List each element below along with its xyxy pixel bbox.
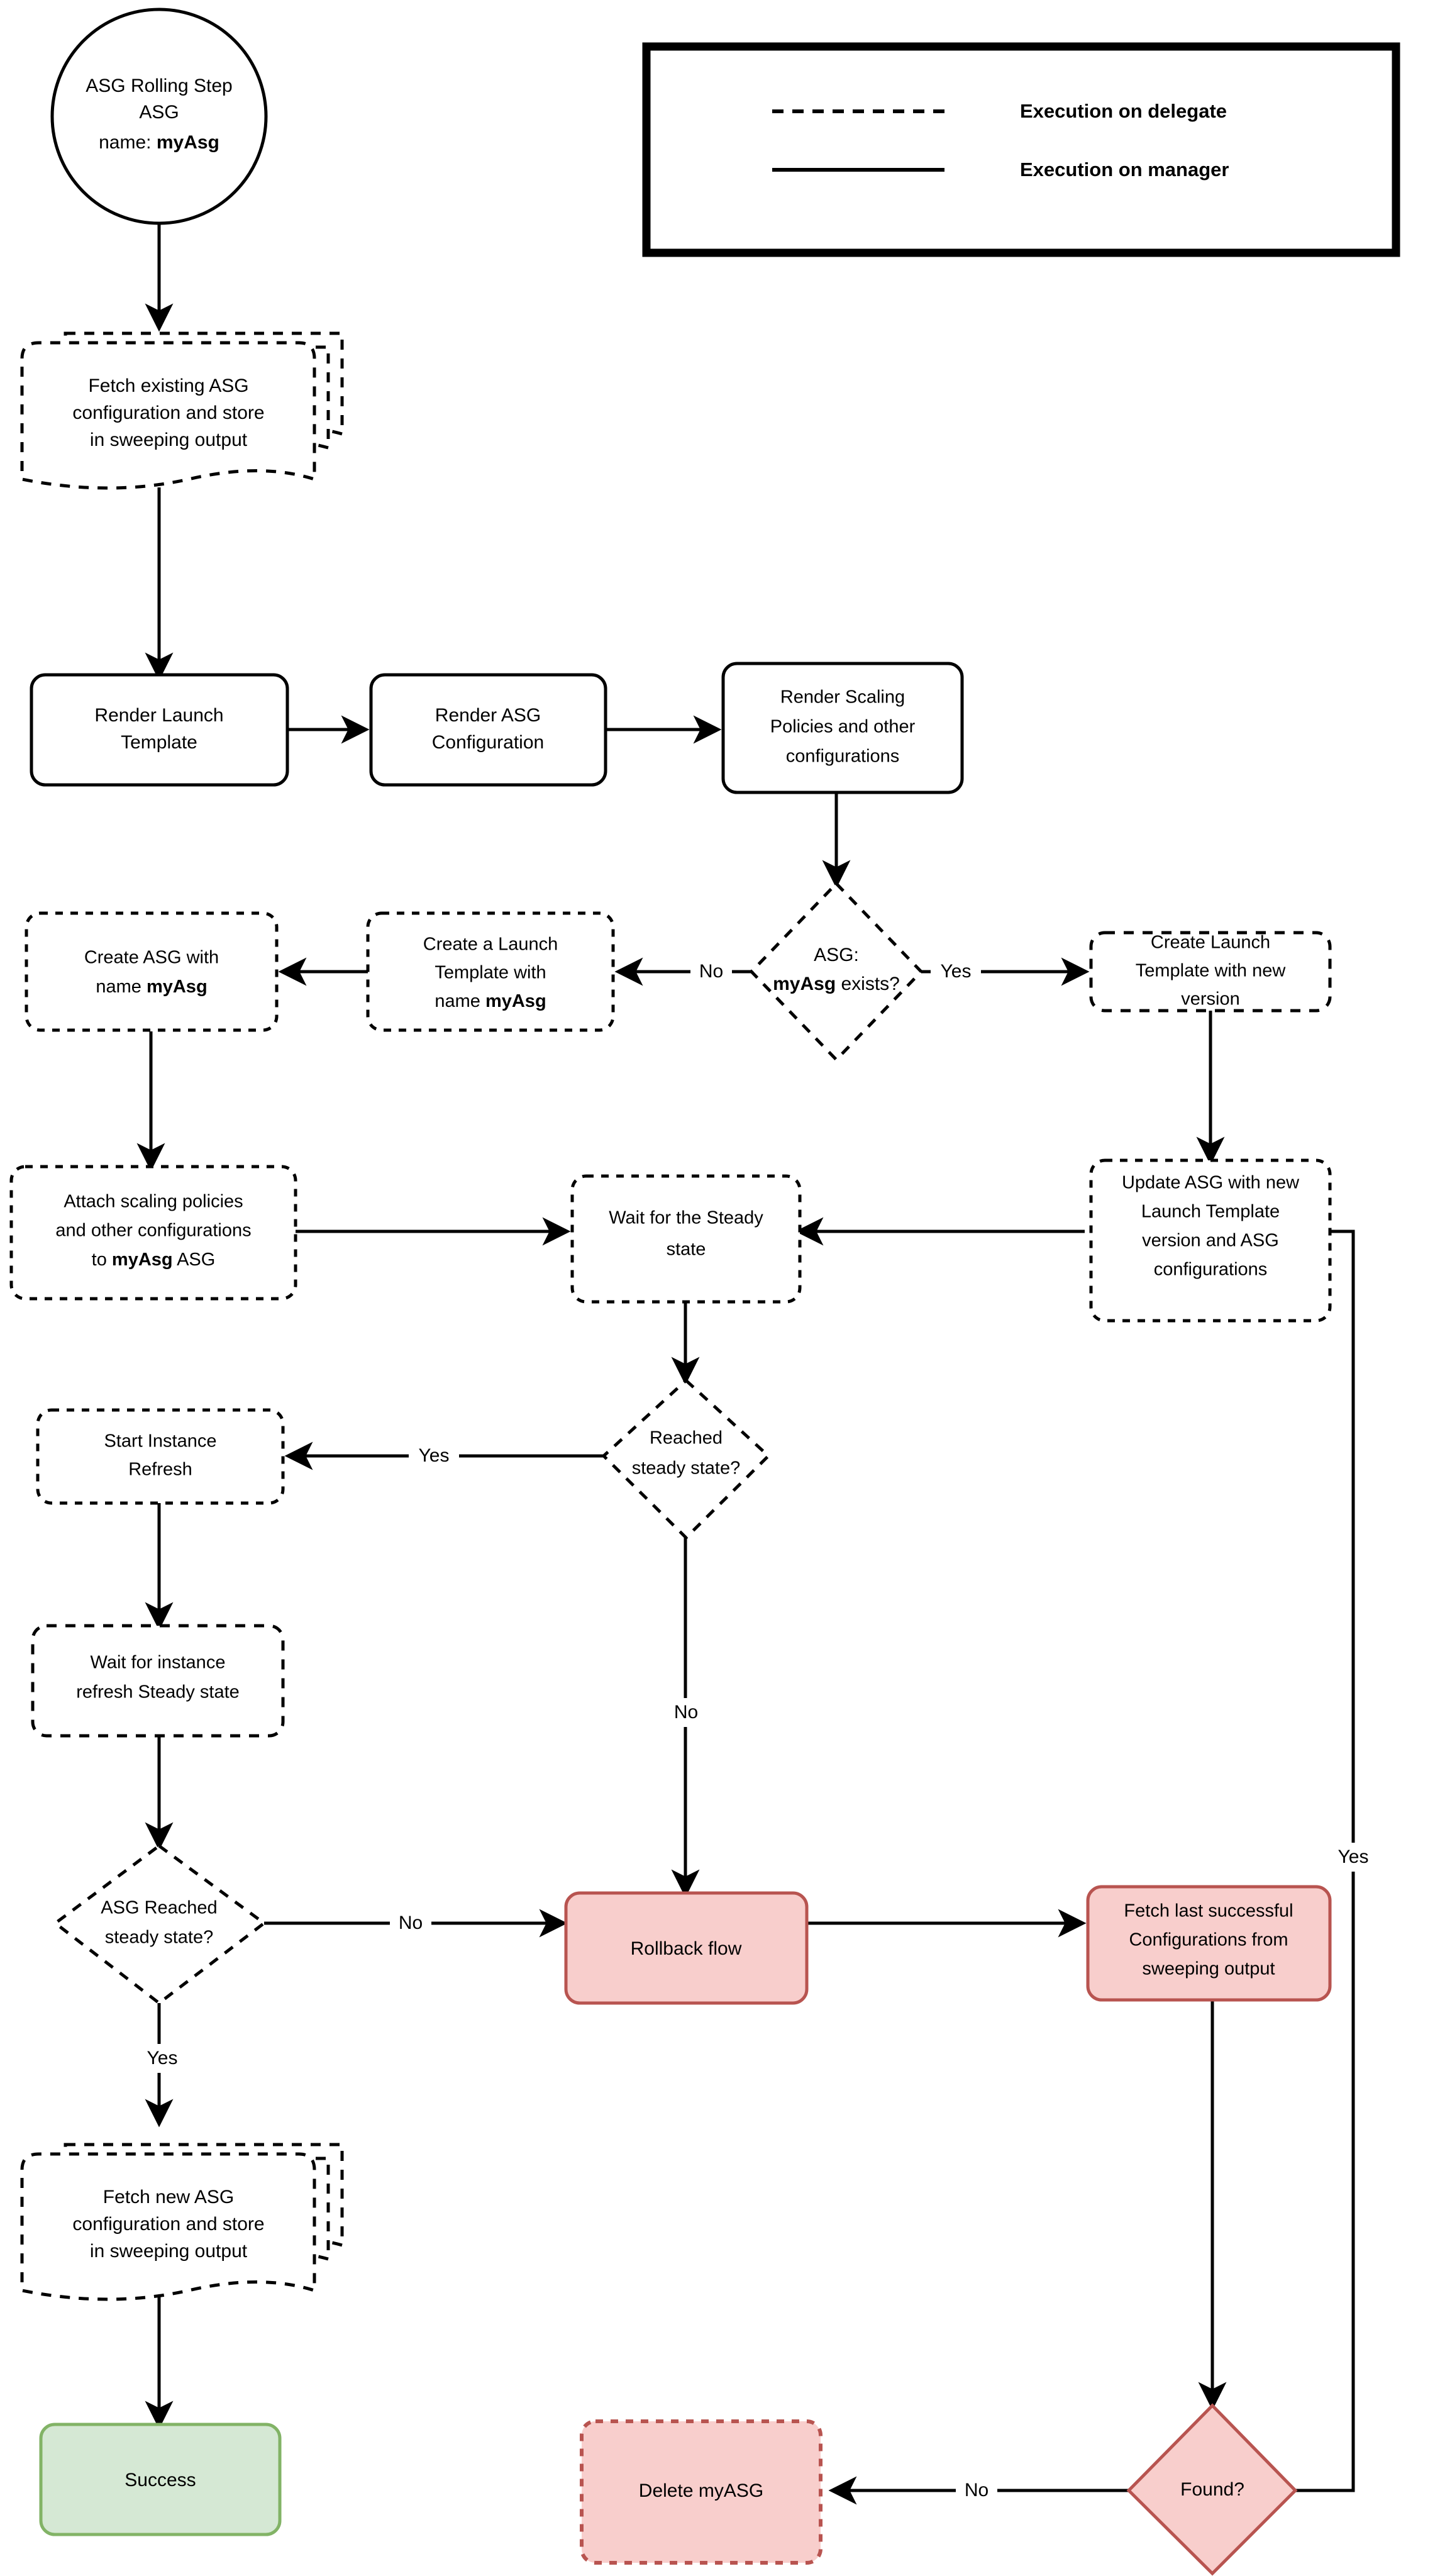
node-create-launch-template-new-version[interactable]: Create Launch Template with new version — [1089, 931, 1332, 1013]
node-fetch-existing-line3: in sweeping output — [90, 430, 248, 450]
node-cltn-line1: Create a Launch — [423, 935, 558, 955]
node-start-line3-prefix: name: — [99, 132, 157, 153]
node-render-asg-line1: Render ASG — [435, 705, 541, 726]
node-fetch-new-asg[interactable]: Fetch new ASG configuration and store in… — [20, 2143, 344, 2301]
node-render-launch-template[interactable]: Render Launch Template — [30, 673, 289, 787]
node-fetchlast-line2: Configurations from — [1129, 1930, 1288, 1950]
node-wir-line1: Wait for instance — [91, 1653, 226, 1673]
node-fetch-last-successful[interactable]: Fetch last successful Configurations fro… — [1086, 1885, 1332, 2002]
edge-label-exists-no: No — [699, 961, 723, 982]
node-asgreached-line1: ASG Reached — [101, 1898, 217, 1918]
node-render-scaling-line3: configurations — [786, 747, 900, 767]
node-wir-line2: refresh Steady state — [76, 1682, 240, 1702]
node-start-line3-bold: myAsg — [157, 132, 219, 153]
node-start-line1: ASG Rolling Step — [86, 75, 232, 96]
node-render-scaling-line2: Policies and other — [770, 717, 916, 737]
node-render-asg-configuration[interactable]: Render ASG Configuration — [369, 673, 607, 787]
node-update-asg-line1: Update ASG with new — [1122, 1173, 1300, 1193]
node-fetchnew-line2: configuration and store — [72, 2214, 264, 2235]
node-reached-line1: Reached — [650, 1428, 723, 1448]
legend-label-manager: Execution on manager — [1020, 158, 1229, 180]
node-reached-line2: steady state? — [632, 1458, 741, 1479]
node-found-decision[interactable]: Found? — [1126, 2403, 1298, 2576]
node-sir-line1: Start Instance — [104, 1431, 217, 1452]
node-wait-instance-refresh[interactable]: Wait for instance refresh Steady state — [31, 1624, 285, 1738]
node-create-asg[interactable]: Create ASG with name myAsg — [25, 911, 279, 1032]
legend-label-delegate: Execution on delegate — [1020, 100, 1227, 122]
node-cltnv-line1: Create Launch — [1151, 933, 1270, 953]
doc2-sheet-front — [20, 2152, 316, 2301]
node-fetchlast-line1: Fetch last successful — [1124, 1901, 1293, 1921]
node-render-lt-line1: Render Launch — [94, 705, 223, 726]
node-cltn-line2: Template with — [435, 963, 546, 983]
node-render-asg-line2: Configuration — [432, 732, 544, 753]
node-render-lt-line2: Template — [121, 732, 197, 753]
edge-labels: No Yes Yes No No Yes No Yes — [137, 957, 1380, 2505]
edge-label-reached-yes: Yes — [419, 1445, 450, 1466]
node-start[interactable]: ASG Rolling Step ASG name: myAsg — [50, 8, 268, 225]
node-fetch-existing-asg[interactable]: Fetch existing ASG configuration and sto… — [20, 331, 344, 490]
legend-box: Execution on delegate Execution on manag… — [642, 42, 1400, 257]
edge-label-asgreached-no: No — [399, 1913, 423, 1933]
node-update-asg-line2: Launch Template — [1141, 1202, 1280, 1222]
edge-label-exists-yes: Yes — [941, 961, 972, 982]
svg-text:name myAsg: name myAsg — [435, 991, 546, 1011]
node-asg-exists-line1: ASG: — [814, 945, 859, 965]
node-fetch-existing-line2: configuration and store — [72, 402, 264, 423]
node-cltnv-line3: version — [1181, 989, 1240, 1009]
node-start-line2: ASG — [139, 102, 179, 123]
node-delete-myasg-line1: Delete myASG — [639, 2480, 763, 2501]
svg-text:to myAsg ASG: to myAsg ASG — [92, 1250, 216, 1270]
node-asg-exists-decision[interactable]: ASG: myAsg exists? — [749, 881, 924, 1062]
node-create-asg-line2-prefix: name — [96, 977, 147, 997]
node-wait-steady-line1: Wait for the Steady — [609, 1208, 763, 1228]
node-attach-line1: Attach scaling policies — [64, 1192, 243, 1212]
node-create-launch-template-named[interactable]: Create a Launch Template with name myAsg — [366, 911, 615, 1032]
node-rollback-line1: Rollback flow — [631, 1938, 742, 1959]
node-attach-line3-bold: myAsg — [112, 1250, 173, 1270]
node-success[interactable]: Success — [39, 2423, 282, 2536]
node-start-instance-refresh[interactable]: Start Instance Refresh — [36, 1408, 285, 1505]
edge-label-found-no: No — [965, 2480, 989, 2501]
node-delete-myasg[interactable]: Delete myASG — [580, 2419, 822, 2565]
svg-text:name myAsg: name myAsg — [96, 977, 207, 997]
node-cltn-line3-bold: myAsg — [485, 991, 546, 1011]
node-sir-line2: Refresh — [128, 1460, 192, 1480]
node-fetchnew-line1: Fetch new ASG — [103, 2187, 234, 2207]
node-found-line1: Found? — [1180, 2479, 1244, 2500]
node-reached-steady-decision[interactable]: Reached steady state? — [601, 1378, 771, 1540]
node-wait-steady-state[interactable]: Wait for the Steady state — [570, 1174, 802, 1304]
svg-text:name: myAsg: name: myAsg — [99, 132, 219, 153]
node-asg-exists-line2-rest: exists? — [836, 974, 900, 994]
node-success-line1: Success — [125, 2470, 196, 2490]
edge-label-reached-no: No — [674, 1702, 698, 1723]
node-create-asg-line1: Create ASG with — [84, 948, 219, 968]
node-create-asg-line2-bold: myAsg — [147, 977, 208, 997]
node-attach-line3-prefix: to — [92, 1250, 112, 1270]
node-update-asg-line3: version and ASG — [1142, 1231, 1279, 1251]
node-asg-reached-steady-decision[interactable]: ASG Reached steady state? — [52, 1843, 267, 2006]
node-cltn-line3-prefix: name — [435, 991, 485, 1011]
node-cltnv-line2: Template with new — [1136, 961, 1287, 981]
node-wait-steady-line2: state — [667, 1240, 706, 1260]
node-render-scaling-policies[interactable]: Render Scaling Policies and other config… — [721, 662, 964, 794]
node-attach-scaling-policies[interactable]: Attach scaling policies and other config… — [9, 1165, 297, 1301]
node-update-asg-line4: configurations — [1154, 1260, 1268, 1280]
node-fetchlast-line3: sweeping output — [1142, 1959, 1275, 1979]
doc-sheet-front — [20, 341, 316, 490]
node-fetchnew-line3: in sweeping output — [90, 2241, 248, 2262]
edge-label-asgreached-yes: Yes — [147, 2048, 178, 2068]
node-attach-line2: and other configurations — [55, 1221, 251, 1241]
node-asg-exists-line2-bold: myAsg — [773, 974, 836, 994]
node-update-asg[interactable]: Update ASG with new Launch Template vers… — [1089, 1158, 1332, 1323]
node-fetch-existing-line1: Fetch existing ASG — [88, 375, 248, 396]
node-render-scaling-line1: Render Scaling — [780, 687, 905, 708]
svg-text:myAsg exists?: myAsg exists? — [773, 974, 900, 994]
node-asgreached-line2: steady state? — [105, 1928, 214, 1948]
node-rollback-flow[interactable]: Rollback flow — [564, 1891, 809, 2005]
edge-label-found-yes: Yes — [1338, 1846, 1369, 1867]
node-attach-line3-suffix: ASG — [173, 1250, 216, 1270]
